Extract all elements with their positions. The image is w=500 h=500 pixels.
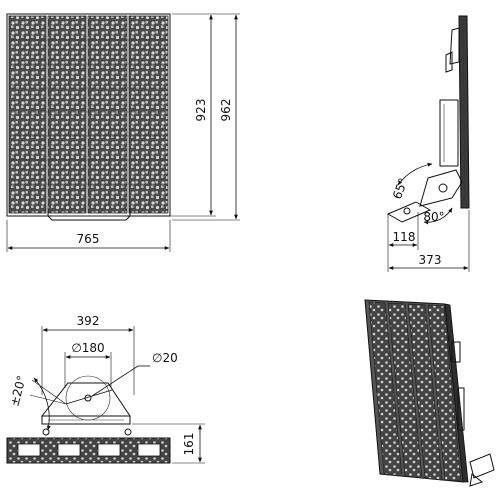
- perspective-view: [364, 299, 495, 487]
- dim-bottom-rotation: ±20°: [7, 374, 29, 408]
- dim-bottom-diameter-large: ∅180: [71, 341, 104, 355]
- side-view: 65° 80° 118 373: [386, 15, 470, 272]
- dim-tilt-up: 65°: [390, 176, 410, 201]
- side-bracket: [419, 169, 463, 207]
- dim-bottom-width: 392: [77, 314, 100, 328]
- dim-front-width: 765: [77, 232, 100, 246]
- dim-side-bracket: 118: [393, 230, 416, 244]
- dim-front-height-inner: 923: [194, 99, 208, 122]
- dim-side-depth: 373: [419, 253, 442, 267]
- front-view: 765 923 962: [6, 13, 240, 252]
- dim-bottom-diameter-small: ∅20: [152, 351, 178, 365]
- front-panel-modules: [8, 15, 169, 214]
- front-mount-bracket: [47, 208, 131, 221]
- dim-bottom-height: 161: [182, 433, 196, 456]
- bottom-view: 392 ∅180 ∅20 ±20°: [6, 314, 205, 464]
- dim-tilt-down: 80°: [423, 210, 444, 224]
- dim-front-height-outer: 962: [219, 99, 233, 122]
- side-driver-box: [439, 99, 459, 167]
